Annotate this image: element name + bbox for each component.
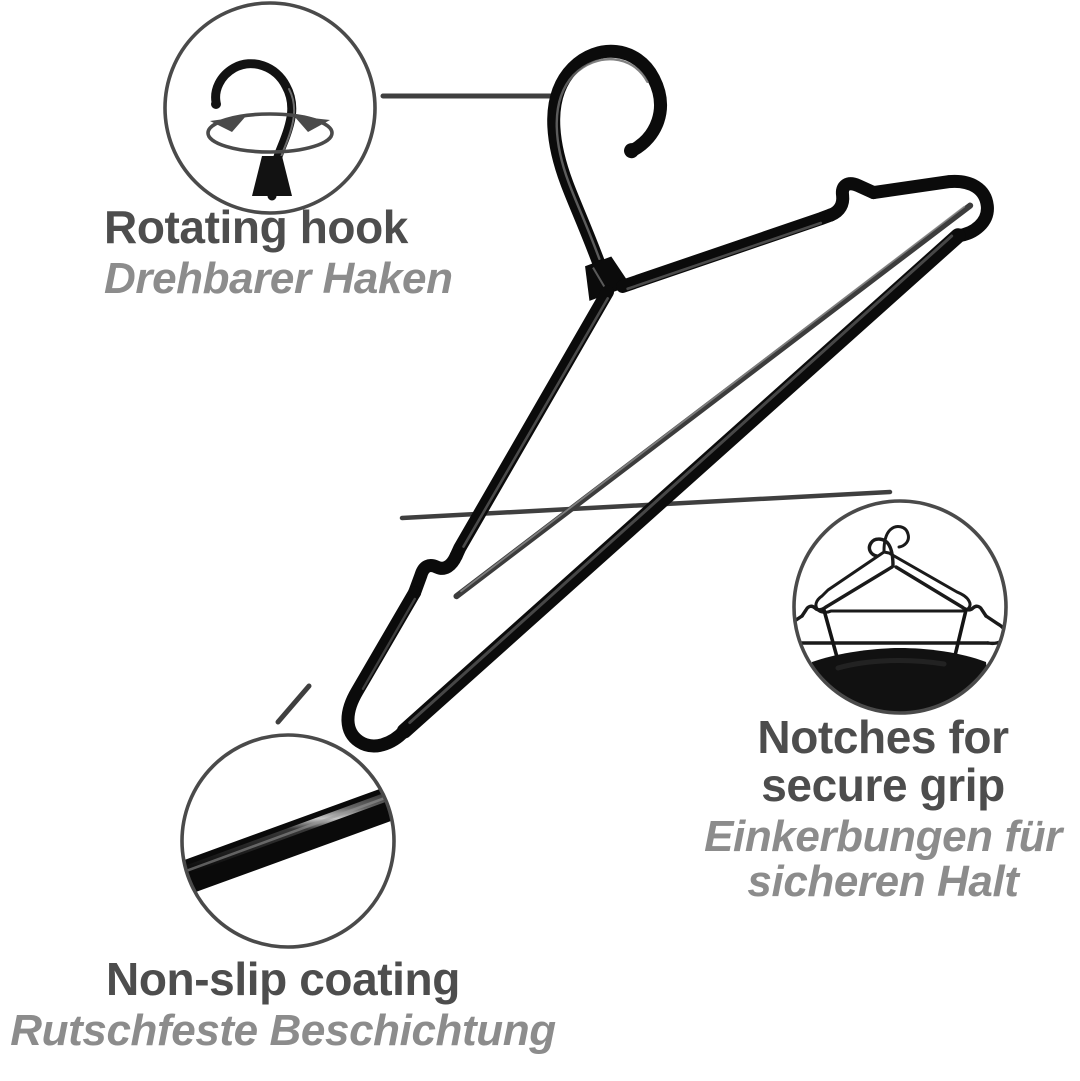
detail-front-hanger-hook [867,537,895,568]
hanger-hook-highlight [555,57,649,260]
leader-line-non-slip [275,683,312,725]
detail-back-hanger-hook [882,525,910,553]
callout-title-de-notches: Einkerbungen für sicheren Halt [704,811,1062,907]
detail-garment-sheen [835,658,947,671]
hanger-hook [547,44,667,272]
callout-title-en-non-slip: Non-slip coating [106,953,460,1005]
callout-label-rotating-hook: Rotating hook Drehbarer Haken [104,201,524,303]
hanger-bottom-bar-gloss [408,234,954,725]
detail-hook-base [252,156,292,196]
hanger-hook-collar [585,256,631,301]
detail-coated-bar [183,780,393,900]
callout-label-notches: Notches for secure grip Einkerbungen für… [690,711,1076,907]
hanger-left-tip-gloss [361,597,416,691]
hanger-left-tip [341,586,422,753]
callout-ring-notches [792,499,1008,715]
detail-coated-bar-specular [183,789,393,876]
hanger-left-shoulder-gloss [462,297,610,548]
rotation-arrow-left-icon [210,116,246,132]
hanger-crossbar-gloss [460,205,966,593]
rotation-ellipse [206,112,334,154]
callout-title-en-notches: Notches for secure grip [757,711,1009,811]
callout-title-de-rotating-hook: Drehbarer Haken [104,253,453,303]
hanger-right-tip [867,174,994,243]
callout-circle-non-slip [180,733,396,949]
callout-title-de-non-slip: Rutschfeste Beschichtung [10,1005,556,1055]
detail-back-hanger-body [814,550,972,614]
callout-ring-non-slip [180,733,396,949]
callout-title-en-rotating-hook: Rotating hook [104,201,408,253]
rotation-arrow-right-icon [294,116,330,132]
detail-front-hanger-left-shoulder [824,565,894,609]
hanger-right-shoulder-gloss [626,221,823,291]
callout-circle-rotating-hook [163,1,377,215]
clothes-hanger-figure [341,44,994,753]
callout-label-non-slip: Non-slip coating Rutschfeste Beschichtun… [0,953,566,1055]
detail-hook-tip [211,99,221,109]
callout-circle-notches [792,499,1008,715]
hanger-right-notch [824,177,881,222]
detail-front-hanger-left-notch [800,604,828,618]
hanger-left-notch [408,549,463,600]
detail-front-hanger-right-shoulder [894,565,964,609]
hanger-bottom-bar [396,228,966,739]
hanger-crossbar [453,202,974,600]
detail-garment-body [806,648,992,712]
callout-ring-rotating-hook [163,1,377,215]
hanger-hook-tip [624,143,640,159]
